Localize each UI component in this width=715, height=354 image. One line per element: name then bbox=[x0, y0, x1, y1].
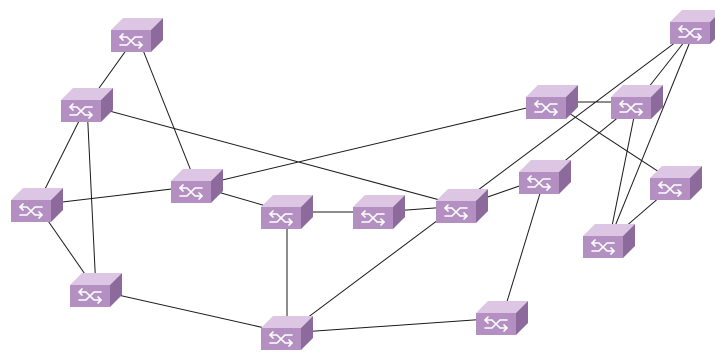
switch-side-face bbox=[151, 18, 163, 52]
switch-node-s10[interactable] bbox=[526, 85, 578, 119]
link-s2-s9 bbox=[86, 104, 463, 207]
network-switch-icon bbox=[677, 25, 703, 41]
switch-top-face bbox=[583, 224, 635, 236]
switch-node-s1[interactable] bbox=[111, 18, 163, 52]
network-switch-icon bbox=[526, 175, 552, 191]
switch-top-face bbox=[171, 169, 223, 181]
network-switch-icon bbox=[483, 316, 509, 332]
link-s3-s5 bbox=[36, 185, 198, 206]
switch-side-face bbox=[566, 85, 578, 119]
switch-top-face bbox=[70, 273, 122, 285]
switch-node-s7[interactable] bbox=[261, 316, 313, 350]
switch-side-face bbox=[301, 316, 313, 350]
network-switch-icon bbox=[618, 100, 644, 116]
switch-top-face bbox=[519, 160, 571, 172]
switch-side-face bbox=[301, 195, 313, 229]
switch-side-face bbox=[690, 166, 702, 200]
network-switch-icon bbox=[268, 331, 294, 347]
switch-top-face bbox=[611, 85, 663, 97]
links-layer bbox=[36, 26, 697, 334]
switch-side-face bbox=[110, 273, 122, 307]
switch-top-face bbox=[261, 316, 313, 328]
switch-side-face bbox=[651, 85, 663, 119]
link-s11-s13 bbox=[501, 176, 546, 319]
switch-node-s8[interactable] bbox=[353, 195, 405, 229]
switch-side-face bbox=[516, 301, 528, 335]
network-switch-icon bbox=[18, 203, 44, 219]
switch-top-face bbox=[650, 166, 702, 178]
switch-top-face bbox=[11, 188, 63, 200]
link-s5-s10 bbox=[196, 101, 553, 187]
switch-side-face bbox=[211, 169, 223, 203]
switch-top-face bbox=[261, 195, 313, 207]
switch-node-s15[interactable] bbox=[650, 166, 702, 200]
switch-side-face bbox=[559, 160, 571, 194]
switch-node-s4[interactable] bbox=[70, 273, 122, 307]
link-s1-s5 bbox=[136, 34, 198, 187]
switch-top-face bbox=[436, 189, 488, 201]
link-s2-s4 bbox=[86, 104, 97, 291]
switch-node-s6[interactable] bbox=[261, 195, 313, 229]
switch-node-s3[interactable] bbox=[11, 188, 63, 222]
link-s12-s14 bbox=[608, 101, 638, 242]
switch-node-s13[interactable] bbox=[476, 301, 528, 335]
network-switch-icon bbox=[533, 100, 559, 116]
switch-top-face bbox=[476, 301, 528, 313]
switch-side-face bbox=[476, 189, 488, 223]
network-switch-icon bbox=[178, 184, 204, 200]
link-s16-s7 bbox=[286, 26, 697, 334]
network-switch-icon bbox=[443, 204, 469, 220]
switch-node-s12[interactable] bbox=[611, 85, 663, 119]
switch-top-face bbox=[61, 88, 113, 100]
switch-node-s2[interactable] bbox=[61, 88, 113, 122]
network-switch-icon bbox=[68, 103, 94, 119]
switch-top-face bbox=[111, 18, 163, 30]
network-switch-icon bbox=[657, 181, 683, 197]
network-switch-icon bbox=[360, 210, 386, 226]
link-s14-s16 bbox=[608, 26, 697, 242]
switch-node-s5[interactable] bbox=[171, 169, 223, 203]
switch-side-face bbox=[710, 17, 715, 44]
switch-top-face bbox=[526, 85, 578, 97]
link-s4-s7 bbox=[95, 289, 288, 334]
switch-side-face bbox=[623, 224, 635, 258]
switch-side-face bbox=[393, 195, 405, 229]
network-switch-icon bbox=[268, 210, 294, 226]
link-s10-s15 bbox=[551, 101, 677, 184]
switch-side-face bbox=[51, 188, 63, 222]
switch-node-s16[interactable] bbox=[670, 10, 715, 44]
switch-top-face bbox=[353, 195, 405, 207]
switch-node-s9[interactable] bbox=[436, 189, 488, 223]
switch-node-s11[interactable] bbox=[519, 160, 571, 194]
switch-node-s14[interactable] bbox=[583, 224, 635, 258]
switch-side-face bbox=[101, 88, 113, 122]
network-switch-icon bbox=[118, 33, 144, 49]
switch-top-face bbox=[670, 10, 715, 22]
nodes-layer bbox=[11, 10, 715, 350]
network-switch-icon bbox=[77, 288, 103, 304]
network-switch-icon bbox=[590, 239, 616, 255]
link-s17-s7 bbox=[286, 317, 503, 334]
